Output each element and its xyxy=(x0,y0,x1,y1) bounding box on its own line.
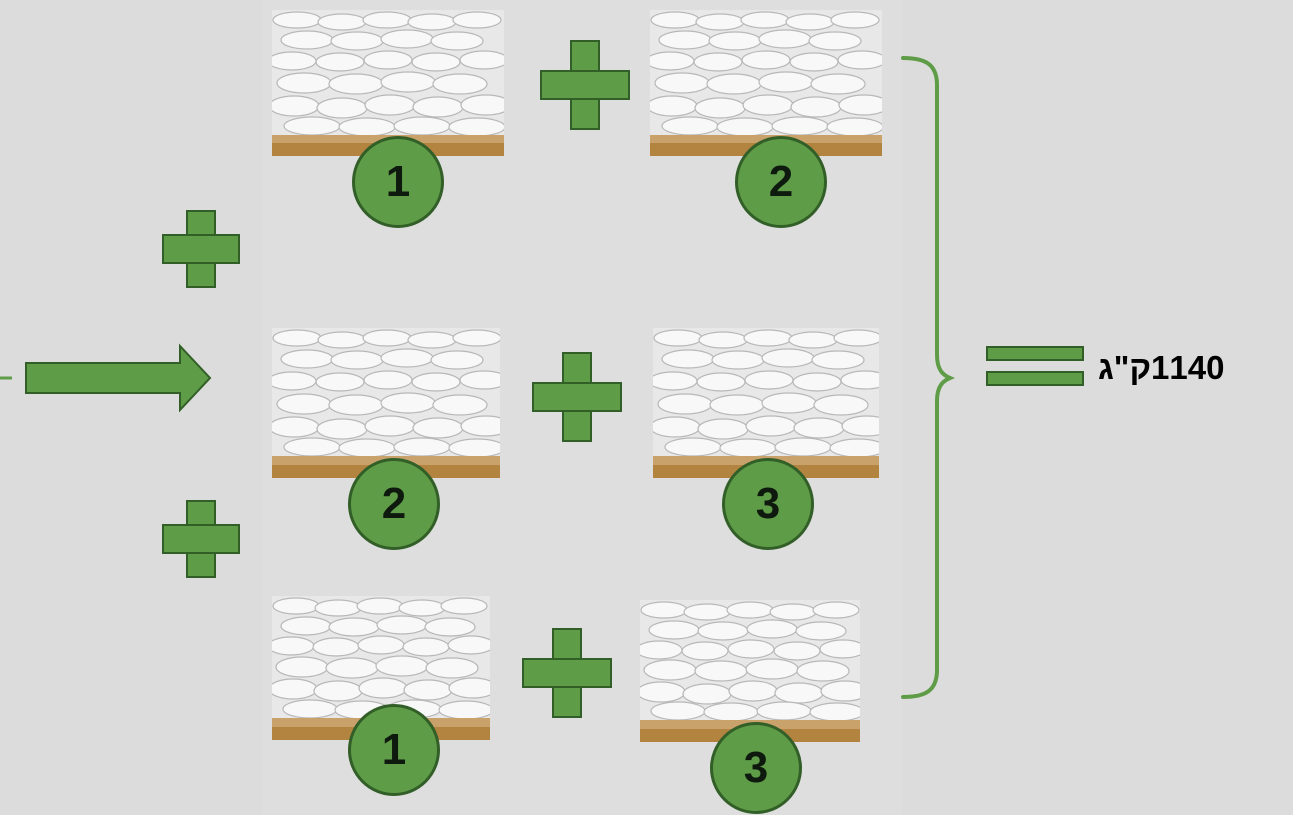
sacks-image xyxy=(650,10,882,156)
equals-icon xyxy=(986,346,1084,386)
plus-icon-row-3 xyxy=(522,628,612,718)
sack-number-badge: 1 xyxy=(352,136,444,228)
equals-top-bar xyxy=(986,346,1084,361)
sack-number-badge: 3 xyxy=(710,722,802,814)
plus-icon-left-bottom xyxy=(162,500,240,578)
sacks-image xyxy=(640,600,860,742)
equals-bottom-bar xyxy=(986,371,1084,386)
total-weight-label: 1140ק"ג xyxy=(1098,349,1225,386)
plus-icon-row-2 xyxy=(532,352,622,442)
brace-icon xyxy=(901,56,956,699)
sacks-image xyxy=(653,328,879,478)
arrow-right-icon xyxy=(0,343,212,413)
plus-icon-row-1 xyxy=(540,40,630,130)
sacks-image xyxy=(272,10,504,156)
sack-number-badge: 2 xyxy=(735,136,827,228)
sack-number-badge: 1 xyxy=(348,704,440,796)
plus-icon-left-top xyxy=(162,210,240,288)
sack-number-badge: 2 xyxy=(348,458,440,550)
sacks-image xyxy=(272,328,500,478)
sack-number-badge: 3 xyxy=(722,458,814,550)
